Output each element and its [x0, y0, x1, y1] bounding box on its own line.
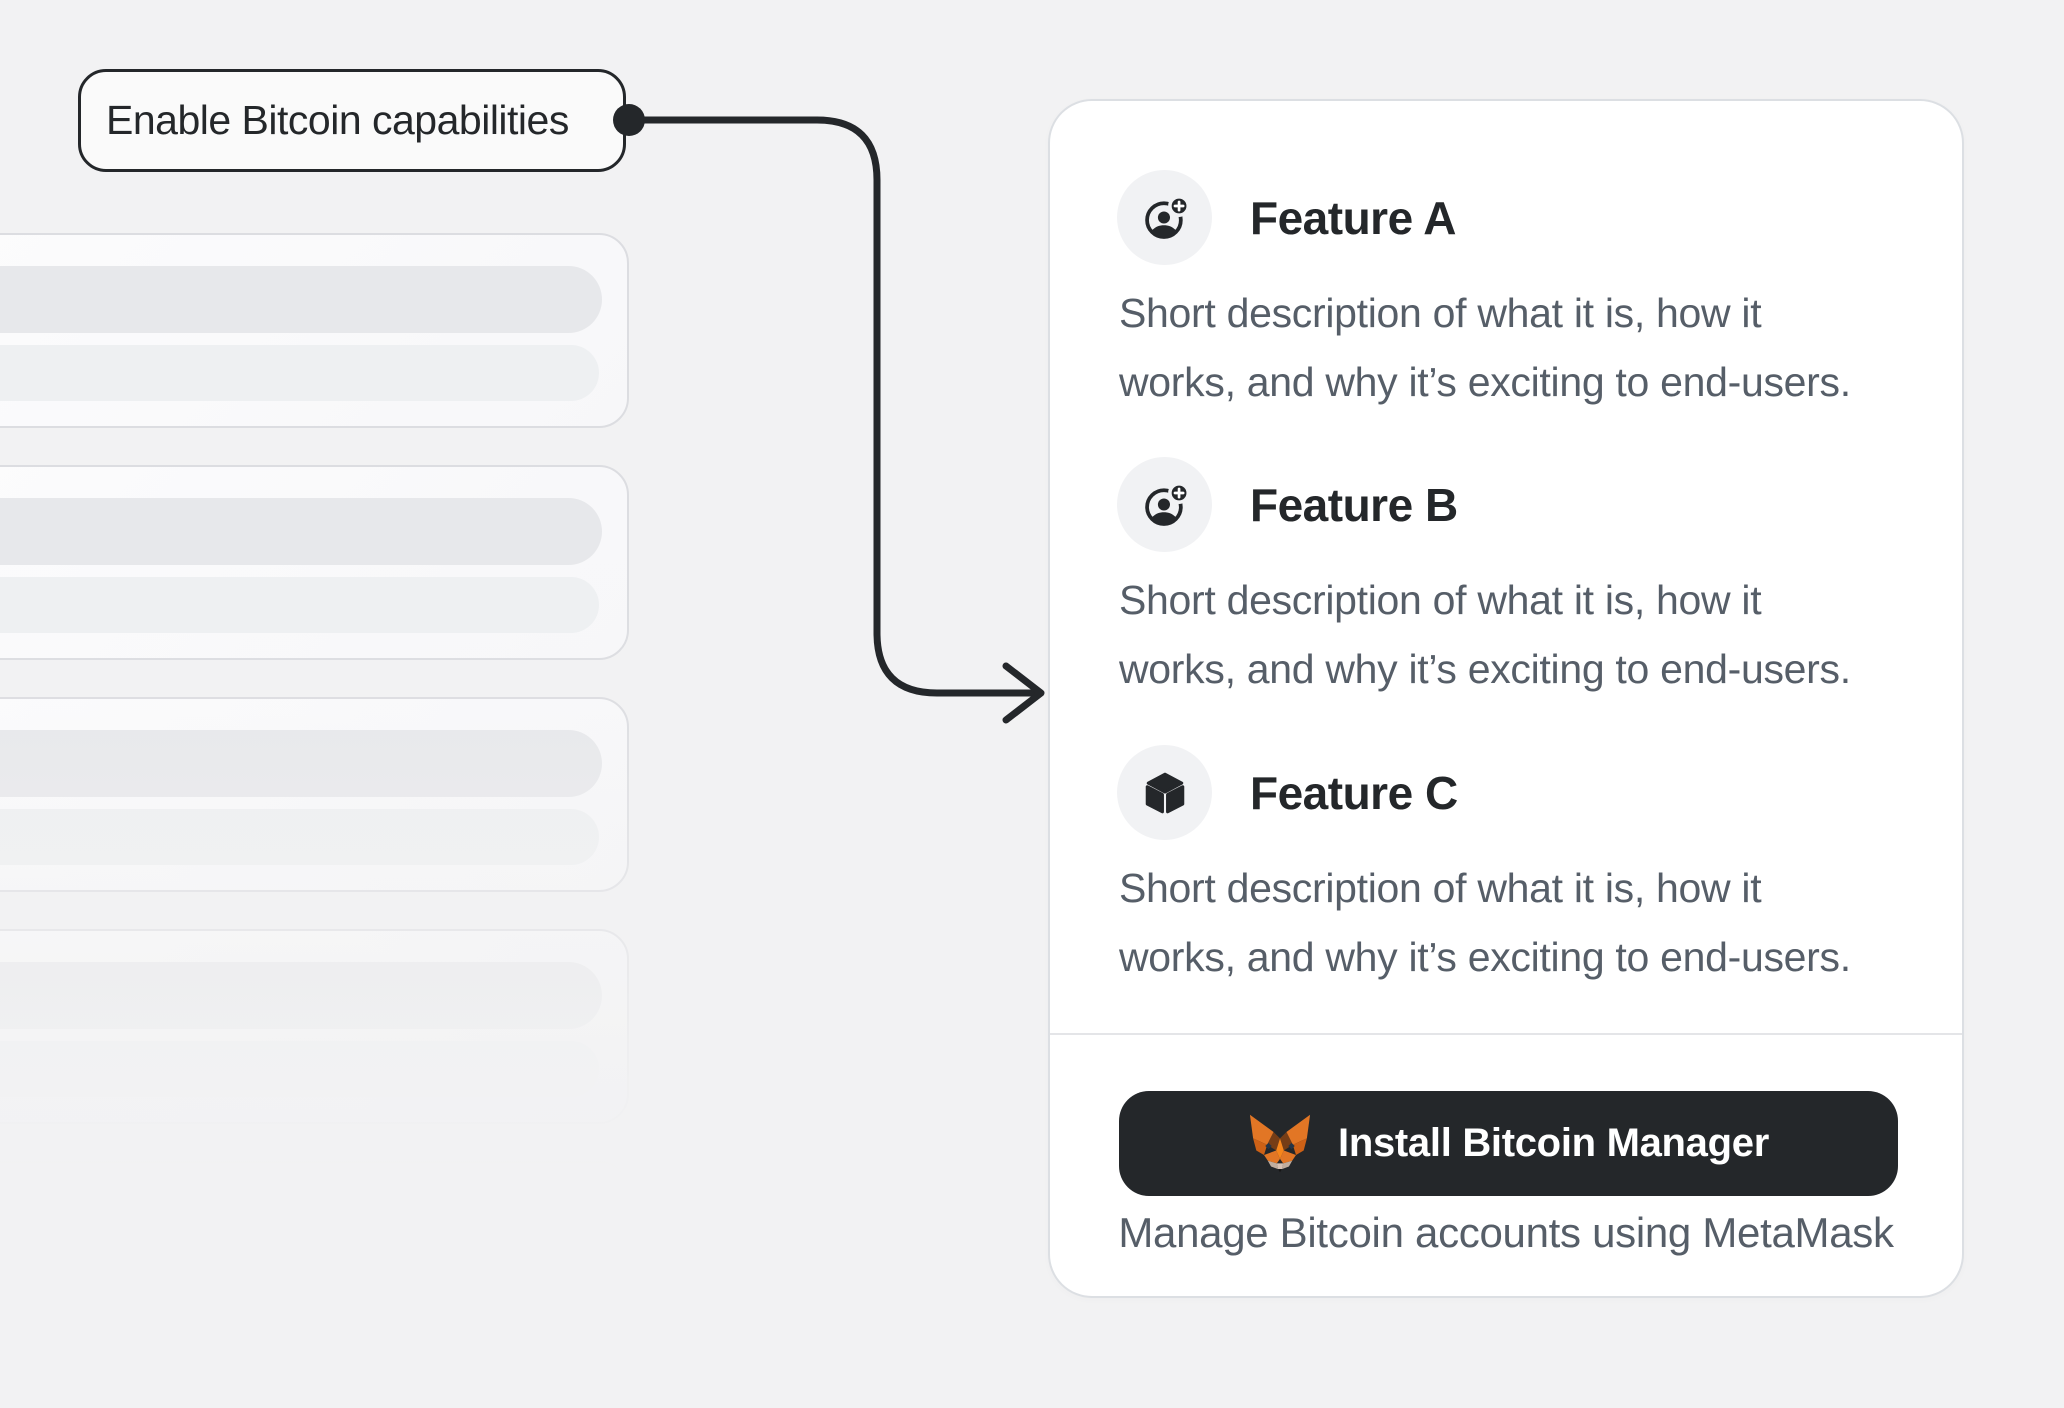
- skeleton-line: [0, 1273, 599, 1329]
- callout-label-box: Enable Bitcoin capabilities: [78, 69, 626, 172]
- skeleton-card: [0, 929, 629, 1124]
- feature-description: Short description of what it is, how it …: [1119, 290, 1851, 405]
- skeleton-line: [0, 730, 602, 797]
- install-button-label: Install Bitcoin Manager: [1338, 1121, 1769, 1165]
- skeleton-line: [0, 345, 599, 401]
- panel-caption: Manage Bitcoin accounts using MetaMask: [1118, 1209, 1894, 1256]
- skeleton-line: [0, 498, 602, 565]
- account-add-icon: [1117, 457, 1212, 552]
- feature-row: Feature A: [1117, 170, 1456, 265]
- install-bitcoin-manager-button[interactable]: Install Bitcoin Manager: [1119, 1091, 1898, 1196]
- feature-panel: Feature A Short description of what it i…: [1048, 99, 1964, 1298]
- feature-description: Short description of what it is, how it …: [1119, 577, 1851, 692]
- skeleton-line: [0, 1194, 602, 1261]
- skeleton-card: [0, 465, 629, 660]
- skeleton-line: [0, 962, 602, 1029]
- cube-icon: [1117, 745, 1212, 840]
- feature-row: Feature B: [1117, 457, 1458, 552]
- callout-label: Enable Bitcoin capabilities: [106, 97, 569, 143]
- account-add-icon: [1117, 170, 1212, 265]
- divider: [1050, 1033, 1962, 1035]
- skeleton-line: [0, 1041, 599, 1097]
- feature-row: Feature C: [1117, 745, 1458, 840]
- metamask-fox-icon: [1249, 1114, 1311, 1173]
- skeleton-line: [0, 809, 599, 865]
- skeleton-card: [0, 697, 629, 892]
- skeleton-line: [0, 266, 602, 333]
- skeleton-card: [0, 233, 629, 428]
- arrowhead-icon: [1002, 662, 1045, 724]
- feature-title: Feature C: [1250, 766, 1458, 819]
- skeleton-card: [0, 1161, 629, 1356]
- skeleton-list: [0, 233, 629, 1356]
- feature-description: Short description of what it is, how it …: [1119, 865, 1851, 980]
- feature-title: Feature B: [1250, 478, 1458, 531]
- skeleton-line: [0, 577, 599, 633]
- feature-title: Feature A: [1250, 191, 1456, 244]
